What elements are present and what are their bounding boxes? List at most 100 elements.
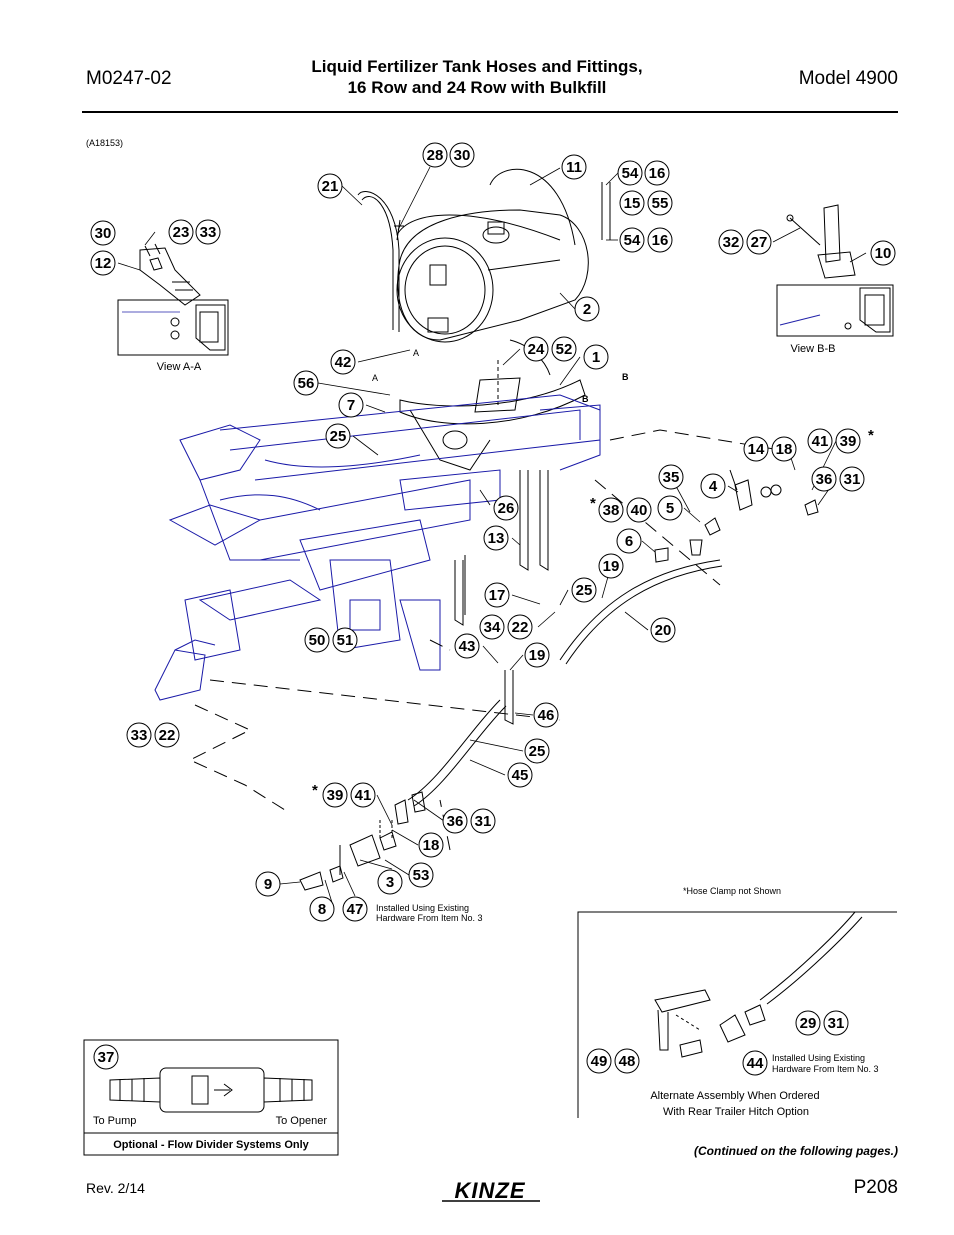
diagram-labels: View A-A View B-B A A B B * * * *Hose Cl… <box>93 343 879 1151</box>
implement-frame <box>154 394 601 701</box>
callout-4: 4 <box>700 473 726 499</box>
callout-22: 22 <box>154 722 180 748</box>
view-aa-label: View A-A <box>157 361 202 373</box>
svg-text:15: 15 <box>624 195 641 212</box>
svg-text:44: 44 <box>747 1055 764 1072</box>
callout-37: 37 <box>93 1044 119 1070</box>
svg-text:41: 41 <box>355 787 372 804</box>
svg-text:28: 28 <box>427 147 444 164</box>
tank-strap-hose <box>489 168 576 246</box>
hose-clamp-note: *Hose Clamp not Shown <box>683 886 781 896</box>
callout-46: 46 <box>533 702 559 728</box>
callout-14: 14 <box>743 436 769 462</box>
svg-text:14: 14 <box>748 441 765 458</box>
callout-49: 49 <box>586 1048 612 1074</box>
existing-hardware-note-line1: Installed Using Existing <box>376 903 469 913</box>
svg-text:25: 25 <box>529 743 546 760</box>
svg-text:4: 4 <box>709 478 718 495</box>
continued-note: (Continued on the following pages.) <box>694 1144 898 1158</box>
callout-39: 39 <box>322 782 348 808</box>
to-opener-label: To Opener <box>276 1115 328 1127</box>
svg-text:11: 11 <box>566 159 582 176</box>
svg-text:18: 18 <box>776 441 793 458</box>
callout-22: 22 <box>507 614 533 640</box>
svg-text:39: 39 <box>327 787 344 804</box>
callout-5: 5 <box>657 495 683 521</box>
svg-text:27: 27 <box>751 234 768 251</box>
svg-text:42: 42 <box>335 354 352 371</box>
section-b-marker: B <box>622 372 629 382</box>
svg-text:22: 22 <box>512 619 529 636</box>
callout-2: 2 <box>574 296 600 322</box>
alternate-assembly-box <box>577 911 897 1118</box>
alt-hardware-note-line1: Installed Using Existing <box>772 1053 865 1063</box>
view-bb-label: View B-B <box>790 343 835 355</box>
callout-25: 25 <box>325 423 351 449</box>
svg-text:56: 56 <box>298 375 315 392</box>
callout-20: 20 <box>650 617 676 643</box>
strap-54 <box>601 182 611 240</box>
callout-17: 17 <box>484 582 510 608</box>
callout-43: 43 <box>454 633 480 659</box>
alt-caption-line1: Alternate Assembly When Ordered <box>650 1090 819 1102</box>
svg-text:22: 22 <box>159 727 176 744</box>
hose-routing <box>188 429 781 851</box>
header-rule <box>82 111 898 113</box>
svg-text:3: 3 <box>386 874 394 891</box>
svg-text:5: 5 <box>666 500 674 517</box>
existing-hardware-note-line2: Hardware From Item No. 3 <box>376 913 483 923</box>
svg-text:17: 17 <box>489 587 506 604</box>
callout-41: 41 <box>807 428 833 454</box>
callout-55: 55 <box>647 190 673 216</box>
svg-text:9: 9 <box>264 876 272 893</box>
svg-text:35: 35 <box>663 469 680 486</box>
asterisk-marker: * <box>868 427 874 444</box>
callout-32: 32 <box>718 229 744 255</box>
svg-text:12: 12 <box>95 255 112 272</box>
callout-31: 31 <box>823 1010 849 1036</box>
svg-text:43: 43 <box>459 638 476 655</box>
callout-36: 36 <box>442 808 468 834</box>
flow-divider-caption: Optional - Flow Divider Systems Only <box>113 1139 309 1151</box>
svg-text:25: 25 <box>576 582 593 599</box>
svg-text:48: 48 <box>619 1053 636 1070</box>
svg-text:54: 54 <box>622 165 639 182</box>
callout-25: 25 <box>571 577 597 603</box>
callout-28: 28 <box>422 142 448 168</box>
callout-13: 13 <box>483 525 509 551</box>
svg-text:31: 31 <box>475 813 492 830</box>
callout-56: 56 <box>293 370 319 396</box>
svg-text:10: 10 <box>875 245 892 262</box>
svg-text:39: 39 <box>840 433 857 450</box>
callout-group: 28 30 11 54 16 15 55 54 16 21 30 23 33 1… <box>90 142 896 1076</box>
svg-text:29: 29 <box>800 1015 817 1032</box>
svg-text:KINZE: KINZE <box>455 1178 526 1203</box>
view-bb-inset <box>776 204 894 337</box>
svg-text:16: 16 <box>649 165 666 182</box>
to-pump-label: To Pump <box>93 1115 136 1127</box>
callout-31: 31 <box>839 466 865 492</box>
svg-text:23: 23 <box>173 224 190 241</box>
callout-3: 3 <box>377 869 403 895</box>
svg-text:36: 36 <box>447 813 464 830</box>
fitting-cluster-right <box>654 469 819 563</box>
revision-label: Rev. 2/14 <box>86 1180 145 1196</box>
svg-text:50: 50 <box>309 632 326 649</box>
section-a-marker: A <box>372 373 378 383</box>
callout-7: 7 <box>338 392 364 418</box>
svg-text:37: 37 <box>98 1049 115 1066</box>
callout-33: 33 <box>195 219 221 245</box>
callout-19: 19 <box>524 642 550 668</box>
hose-20 <box>559 559 721 661</box>
svg-text:21: 21 <box>322 178 339 195</box>
callout-52: 52 <box>551 336 577 362</box>
svg-text:33: 33 <box>131 727 148 744</box>
title-line-1: Liquid Fertilizer Tank Hoses and Fitting… <box>311 57 643 76</box>
callout-53: 53 <box>408 862 434 888</box>
callout-48: 48 <box>614 1048 640 1074</box>
callout-30: 30 <box>449 142 475 168</box>
svg-text:18: 18 <box>423 837 440 854</box>
callout-44: 44 <box>742 1050 768 1076</box>
callout-54: 54 <box>619 227 645 253</box>
svg-text:7: 7 <box>347 397 355 414</box>
